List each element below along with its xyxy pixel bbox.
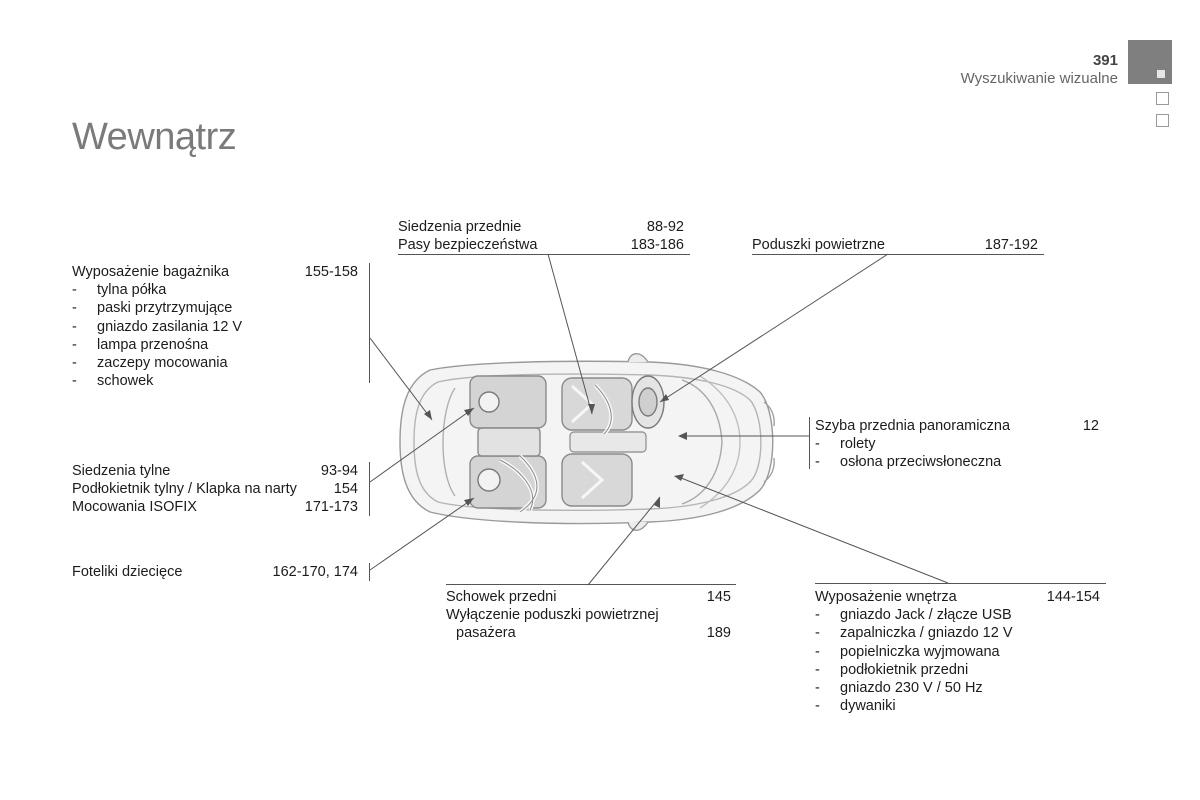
- rear-seats-label: Siedzenia tylne: [72, 463, 171, 479]
- list-item: -popielniczka wyjmowana: [815, 643, 1000, 660]
- child-seats-bracket: [369, 563, 370, 581]
- list-item: -podłokietnik przedni: [815, 661, 969, 678]
- list-item: -tylna półka: [72, 282, 167, 299]
- windscreen-label: Szyba przednia panoramiczna: [815, 418, 1011, 434]
- arrow-rear-seats: [464, 408, 474, 416]
- airbags-underline: [752, 254, 1044, 255]
- leader-airbags: [659, 253, 889, 403]
- arrow-windscreen: [678, 432, 687, 440]
- interior-overline: [815, 583, 1106, 584]
- rear-seats-pages: 93-94: [320, 463, 358, 479]
- list-item: -gniazdo Jack / złącze USB: [815, 607, 1012, 624]
- seat-belts-pages: 183-186: [630, 237, 684, 254]
- leader-glovebox: [587, 496, 661, 586]
- glovebox-overline: [446, 584, 736, 585]
- windscreen-pages: 12: [1082, 418, 1099, 434]
- callout-child-seats: Foteliki dziecięce 162-170, 174: [72, 563, 358, 581]
- front-seats-underline: [398, 254, 690, 255]
- chapter-tab-3: [1156, 114, 1169, 127]
- leader-arrowheads: [424, 394, 687, 508]
- glovebox-pages: 145: [706, 589, 731, 605]
- interior-pages: 144-154: [1046, 589, 1100, 605]
- boot-label: Wyposażenie bagażnika: [72, 264, 230, 280]
- child-seats-label: Foteliki dziecięce: [72, 564, 183, 580]
- boot-pages: 155-158: [304, 264, 358, 280]
- interior-label: Wyposażenie wnętrza: [815, 589, 957, 605]
- list-item: -rolety: [815, 436, 876, 453]
- arrow-interior: [674, 474, 684, 481]
- page-title: Wewnątrz: [72, 116, 237, 158]
- front-seats-pages: 88-92: [646, 219, 684, 235]
- callout-front-seats: Siedzenia przednie 88-92 Pasy bezpieczeńs…: [398, 218, 684, 254]
- seat-belts-label: Pasy bezpieczeństwa: [398, 237, 538, 254]
- rear-armrest-label: Podłokietnik tylny / Klapka na narty: [72, 481, 297, 498]
- glovebox-label: Schowek przedni: [446, 589, 557, 605]
- list-item: -zaczepy mocowania: [72, 354, 228, 371]
- section-name: Wyszukiwanie wizualne: [960, 70, 1118, 87]
- airbag-deactivation-pages: 189: [706, 625, 731, 642]
- page-number: 391: [1092, 52, 1118, 69]
- front-seats-label: Siedzenia przednie: [398, 219, 522, 235]
- isofix-label: Mocowania ISOFIX: [72, 499, 197, 516]
- arrow-glovebox: [654, 497, 660, 508]
- callout-windscreen: Szyba przednia panoramiczna 12 -rolety -o…: [815, 417, 1099, 472]
- arrow-child-seats: [464, 498, 474, 506]
- list-item: -gniazdo 230 V / 50 Hz: [815, 679, 983, 696]
- boot-bracket: [369, 263, 370, 383]
- airbag-deactivation-label: Wyłączenie poduszki powietrznej: [446, 607, 659, 624]
- leader-lines: [369, 253, 949, 586]
- leader-child-seats: [369, 497, 475, 571]
- child-seats-pages: 162-170, 174: [272, 564, 358, 580]
- leader-front-seats: [547, 253, 593, 415]
- car-illustration: [399, 353, 775, 531]
- chapter-tab-marker: [1157, 70, 1165, 78]
- leader-boot: [369, 337, 433, 421]
- callout-rear-seats: Siedzenia tylne 93-94 Podłokietnik tylny …: [72, 462, 358, 517]
- airbag-deactivation-label-cont: pasażera: [456, 625, 516, 642]
- arrow-airbags: [660, 394, 669, 402]
- callout-boot-equipment: Wyposażenie bagażnika 155-158 -tylna półk…: [72, 263, 358, 390]
- arrow-boot: [424, 410, 432, 420]
- leader-rear-seats: [369, 407, 475, 483]
- list-item: -zapalniczka / gniazdo 12 V: [815, 625, 1013, 642]
- list-item: -paski przytrzymujące: [72, 300, 233, 317]
- rear-seats-bracket: [369, 462, 370, 516]
- list-item: -lampa przenośna: [72, 336, 209, 353]
- airbags-pages: 187-192: [984, 237, 1038, 253]
- leader-interior: [675, 475, 949, 584]
- list-item: -dywaniki: [815, 698, 896, 715]
- callout-glovebox: Schowek przedni 145 Wyłączenie poduszki p…: [446, 588, 731, 643]
- rear-armrest-pages: 154: [333, 481, 358, 498]
- list-item: -schowek: [72, 373, 154, 390]
- callout-interior-equipment: Wyposażenie wnętrza 144-154 -gniazdo Jack…: [815, 588, 1100, 715]
- callout-airbags: Poduszki powietrzne 187-192: [752, 236, 1038, 254]
- arrow-front-seats: [588, 404, 595, 414]
- airbags-label: Poduszki powietrzne: [752, 237, 885, 253]
- list-item: -osłona przeciwsłoneczna: [815, 454, 1002, 471]
- list-item: -gniazdo zasilania 12 V: [72, 318, 243, 335]
- chapter-tab-2: [1156, 92, 1169, 105]
- isofix-pages: 171-173: [304, 499, 358, 516]
- windscreen-bracket: [809, 417, 810, 469]
